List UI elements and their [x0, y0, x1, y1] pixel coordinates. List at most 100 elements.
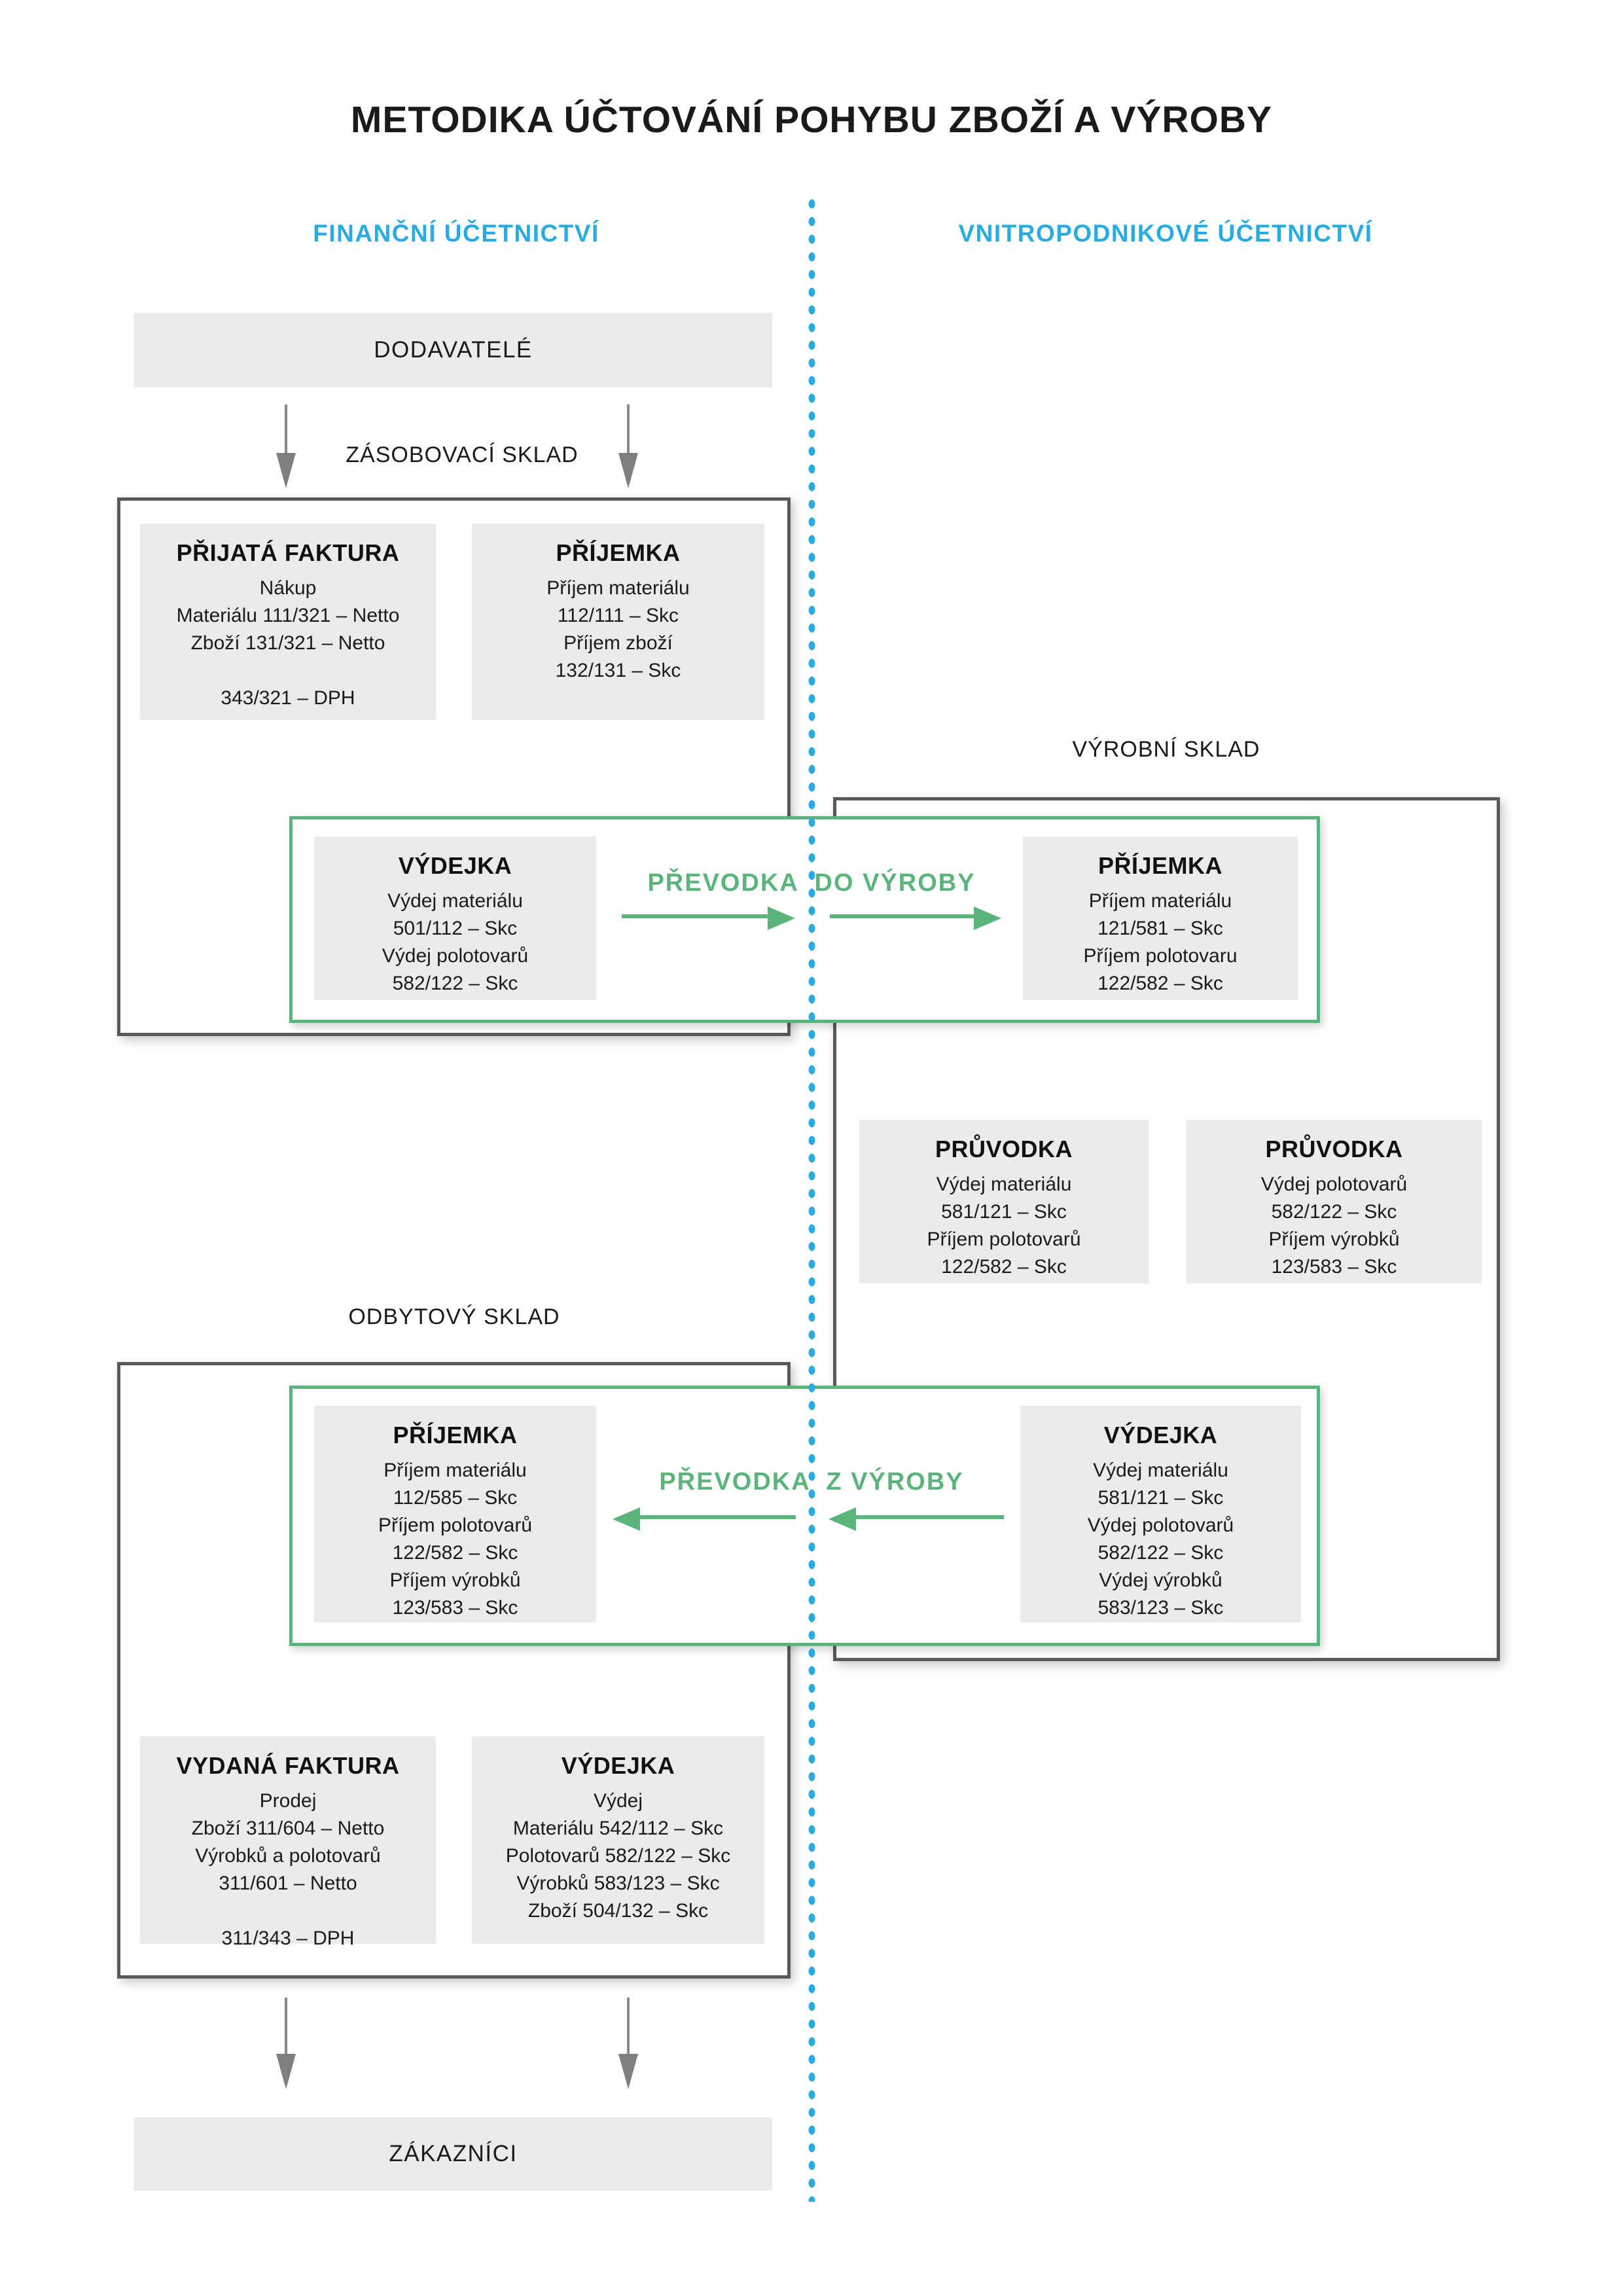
transfer-right-arrow-head-2	[974, 906, 1001, 930]
transfer-from-production-label: PŘEVODKA Z VÝROBY	[659, 1468, 964, 1496]
box-lines: Příjem materiálu 112/585 – Skc Příjem po…	[314, 1457, 596, 1622]
box-line: Příjem polotovaru	[1083, 945, 1238, 967]
down-arrow-customers-right	[627, 1998, 630, 2054]
section-label-sales-warehouse: ODBYTOVÝ SKLAD	[348, 1304, 560, 1329]
box-title: PŘIJATÁ FAKTURA	[176, 539, 400, 566]
box-line: Příjem výrobků	[389, 1570, 521, 1591]
box-line: 581/121 – Skc	[941, 1201, 1067, 1223]
box-line: Materiálu 111/321 – Netto	[176, 605, 400, 626]
box-title: VYDANÁ FAKTURA	[176, 1752, 400, 1779]
box-line: Prodej	[259, 1790, 317, 1812]
transfer-left-arrow-line-1	[639, 1515, 796, 1519]
box-line: Příjem výrobků	[1268, 1229, 1400, 1250]
box-line: 123/583 – Skc	[1271, 1256, 1397, 1278]
box-line: Příjem polotovarů	[927, 1229, 1081, 1250]
column-header-internal-accounting: VNITROPODNIKOVÉ ÚČETNICTVÍ	[958, 220, 1373, 247]
box-line: 122/582 – Skc	[392, 1542, 518, 1564]
box-line	[140, 1897, 436, 1925]
box-line: Nákup	[259, 577, 317, 599]
box-lines: Příjem materiálu 112/111 – Skc Příjem zb…	[472, 575, 764, 685]
box-line: 343/321 – DPH	[221, 687, 355, 709]
transfer-left-arrow-head-1	[613, 1507, 640, 1531]
box-line: Zboží 131/321 – Netto	[190, 632, 385, 654]
box-title: VÝDEJKA	[1103, 1422, 1218, 1448]
box-lines: Výdej materiálu 501/112 – Skc Výdej polo…	[314, 888, 596, 997]
box-lines: Výdej materiálu 581/121 – Skc Příjem pol…	[859, 1171, 1149, 1281]
box-line: Příjem materiálu	[383, 1460, 527, 1481]
box-line: 123/583 – Skc	[392, 1597, 518, 1619]
box-line: 582/122 – Skc	[1097, 1542, 1224, 1564]
box-line: Výdej	[593, 1790, 643, 1812]
suppliers-box: DODAVATELÉ	[134, 313, 772, 387]
customers-box: ZÁKAZNÍCI	[134, 2117, 772, 2191]
box-line: Výdej polotovarů	[1087, 1515, 1234, 1536]
box-line: Příjem zboží	[563, 632, 673, 654]
box-line: 311/343 – DPH	[221, 1928, 355, 1949]
issue-slip-sales-box: VÝDEJKA Výdej Materiálu 542/112 – Skc Po…	[472, 1736, 764, 1944]
box-line: Příjem polotovarů	[378, 1515, 533, 1536]
box-lines: Výdej Materiálu 542/112 – Skc Polotovarů…	[472, 1787, 764, 1925]
box-line: Zboží 311/604 – Netto	[191, 1818, 385, 1839]
section-label-supply-warehouse: ZÁSOBOVACÍ SKLAD	[346, 442, 579, 467]
box-line: Výdej materiálu	[387, 890, 523, 912]
box-line: 583/123 – Skc	[1097, 1597, 1224, 1619]
box-line: Výdej polotovarů	[382, 945, 529, 967]
box-line: Polotovarů 582/122 – Skc	[505, 1845, 731, 1867]
box-line: Příjem materiálu	[1088, 890, 1232, 912]
travel-card-material-box: PRŮVODKA Výdej materiálu 581/121 – Skc P…	[859, 1120, 1149, 1283]
box-line: Výrobků 583/123 – Skc	[516, 1873, 720, 1894]
box-line: 582/122 – Skc	[1271, 1201, 1397, 1223]
column-header-financial-accounting: FINANČNÍ ÚČETNICTVÍ	[313, 220, 599, 247]
box-lines: Příjem materiálu 121/581 – Skc Příjem po…	[1023, 888, 1298, 997]
page-title: METODIKA ÚČTOVÁNÍ POHYBU ZBOŽÍ A VÝROBY	[350, 99, 1273, 141]
goods-receipt-production-box: PŘÍJEMKA Příjem materiálu 121/581 – Skc …	[1023, 836, 1298, 1000]
received-invoice-box: PŘIJATÁ FAKTURA Nákup Materiálu 111/321 …	[140, 524, 436, 720]
box-title: PŘÍJEMKA	[1097, 852, 1223, 879]
box-line: Výdej výrobků	[1099, 1570, 1222, 1591]
box-title: PŘÍJEMKA	[556, 539, 681, 566]
transfer-right-arrow-head-1	[768, 906, 795, 930]
box-line: 501/112 – Skc	[393, 918, 518, 939]
box-title: PRŮVODKA	[1265, 1136, 1403, 1162]
transfer-left-arrow-head-2	[829, 1507, 856, 1531]
box-lines: Výdej materiálu 581/121 – Skc Výdej polo…	[1020, 1457, 1301, 1622]
transfer-right-arrow-line-2	[830, 914, 975, 918]
box-lines: Výdej polotovarů 582/122 – Skc Příjem vý…	[1186, 1171, 1482, 1281]
box-line: 311/601 – Netto	[219, 1873, 357, 1894]
box-line: Výrobků a polotovarů	[195, 1845, 381, 1867]
box-title: PRŮVODKA	[935, 1136, 1073, 1162]
goods-receipt-supply-box: PŘÍJEMKA Příjem materiálu 112/111 – Skc …	[472, 524, 764, 720]
box-line: Materiálu 542/112 – Skc	[512, 1818, 724, 1839]
issue-slip-to-production-box: VÝDEJKA Výdej materiálu 501/112 – Skc Vý…	[314, 836, 596, 1000]
box-line: 121/581 – Skc	[1097, 918, 1223, 939]
box-line: 122/582 – Skc	[941, 1256, 1067, 1278]
down-arrow-customers-left	[285, 1998, 287, 2054]
box-line: 581/121 – Skc	[1097, 1487, 1224, 1509]
box-title: VÝDEJKA	[561, 1752, 675, 1779]
box-line	[140, 657, 436, 685]
box-line: 582/122 – Skc	[392, 973, 518, 994]
down-arrow-supply-right	[627, 404, 630, 453]
box-lines: Nákup Materiálu 111/321 – Netto Zboží 13…	[140, 575, 436, 712]
goods-receipt-sales-box: PŘÍJEMKA Příjem materiálu 112/585 – Skc …	[314, 1406, 596, 1623]
box-line: Výdej polotovarů	[1260, 1174, 1408, 1195]
down-arrow-supply-left	[285, 404, 287, 453]
section-label-production-warehouse: VÝROBNÍ SKLAD	[1072, 737, 1260, 762]
box-line: Výdej materiálu	[936, 1174, 1072, 1195]
box-line: 112/585 – Skc	[393, 1487, 518, 1509]
issue-slip-from-production-box: VÝDEJKA Výdej materiálu 581/121 – Skc Vý…	[1020, 1406, 1301, 1623]
box-lines: Prodej Zboží 311/604 – Netto Výrobků a p…	[140, 1787, 436, 1952]
box-title: VÝDEJKA	[398, 852, 512, 879]
transfer-right-arrow-line-1	[622, 914, 769, 918]
box-line: 132/131 – Skc	[555, 660, 681, 681]
box-line: Výdej materiálu	[1093, 1460, 1228, 1481]
box-line: 122/582 – Skc	[1097, 973, 1223, 994]
travel-card-semifinished-box: PRŮVODKA Výdej polotovarů 582/122 – Skc …	[1186, 1120, 1482, 1283]
box-line: 112/111 – Skc	[557, 605, 679, 626]
column-divider-dotted-line	[807, 195, 817, 2202]
transfer-to-production-label: PŘEVODKA DO VÝROBY	[647, 869, 976, 897]
box-line: Zboží 504/132 – Skc	[527, 1900, 709, 1922]
box-title: PŘÍJEMKA	[393, 1422, 518, 1448]
transfer-left-arrow-line-2	[855, 1515, 1004, 1519]
